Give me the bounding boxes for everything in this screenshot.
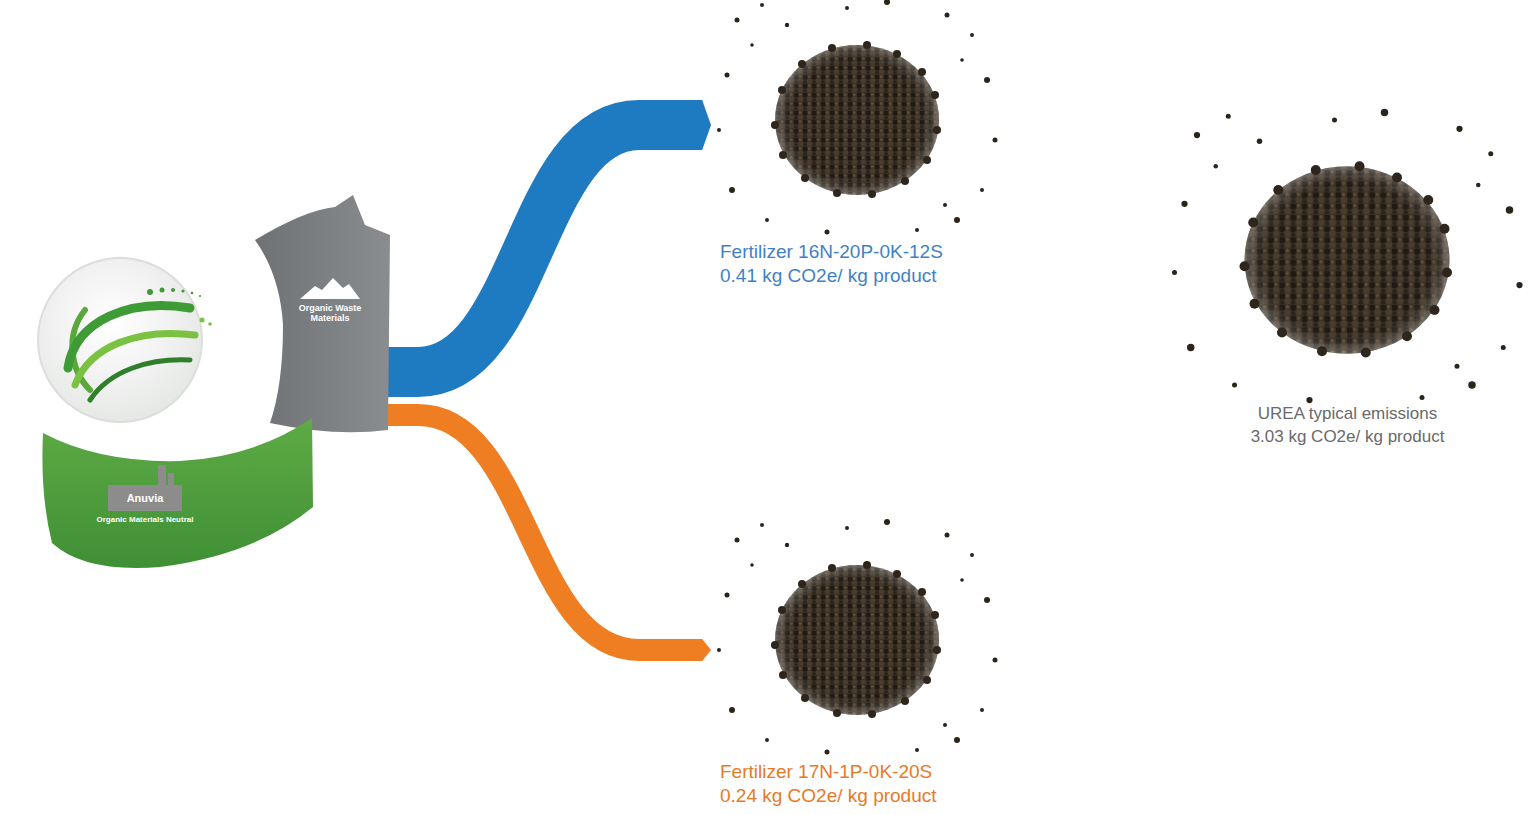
fertilizer-granules bbox=[715, 0, 1000, 240]
anuvia-band: AnuviaOrganic Materials Neutral bbox=[40, 415, 315, 580]
node-text: 0.24 kg CO2e/ kg product bbox=[720, 784, 937, 807]
mountain-icon bbox=[300, 278, 360, 299]
fertilizer-product: Fertilizer 16N-20P-0K-12S0.41 kg CO2e/ k… bbox=[715, 0, 1000, 300]
building-icon bbox=[108, 485, 182, 511]
waste-materials-shape: Organic Waste Materials bbox=[225, 195, 390, 445]
building-tower bbox=[158, 465, 166, 487]
flow-band-body bbox=[388, 415, 689, 650]
neutral-band-outline bbox=[40, 415, 315, 580]
node-text: Anuvia bbox=[110, 491, 180, 505]
waste-shape bbox=[255, 195, 390, 432]
flow-band-tip bbox=[688, 639, 711, 661]
node-text: 3.03 kg CO2e/ kg product bbox=[1170, 426, 1525, 448]
urea-product: UREA typical emissions3.03 kg CO2e/ kg p… bbox=[1170, 120, 1529, 450]
fertilizer-product: Fertilizer 17N-1P-0K-20S0.24 kg CO2e/ kg… bbox=[715, 520, 1000, 812]
granule-pile bbox=[717, 519, 998, 755]
waste-shape-outline bbox=[225, 195, 390, 445]
node-text: Organic Materials Neutral bbox=[95, 515, 195, 525]
node-text: Fertilizer 17N-1P-0K-20S bbox=[720, 760, 932, 783]
urea-granules bbox=[1170, 120, 1525, 400]
node-text: Fertilizer 16N-20P-0K-12S bbox=[720, 240, 943, 263]
granule-pile bbox=[1172, 109, 1523, 403]
flow-band-body bbox=[388, 125, 689, 372]
building-tower bbox=[168, 473, 174, 487]
node-text: UREA typical emissions bbox=[1170, 403, 1525, 425]
flow-band-tip bbox=[688, 100, 711, 150]
node-text: 0.41 kg CO2e/ kg product bbox=[720, 264, 937, 287]
logo-circle bbox=[30, 250, 220, 430]
orange-flow-band bbox=[388, 415, 711, 661]
node-text: Organic Waste Materials bbox=[285, 303, 375, 324]
granule-pile bbox=[717, 0, 998, 235]
neutral-band bbox=[42, 418, 313, 568]
fertilizer-granules bbox=[715, 520, 1000, 760]
blue-flow-band bbox=[388, 100, 711, 372]
